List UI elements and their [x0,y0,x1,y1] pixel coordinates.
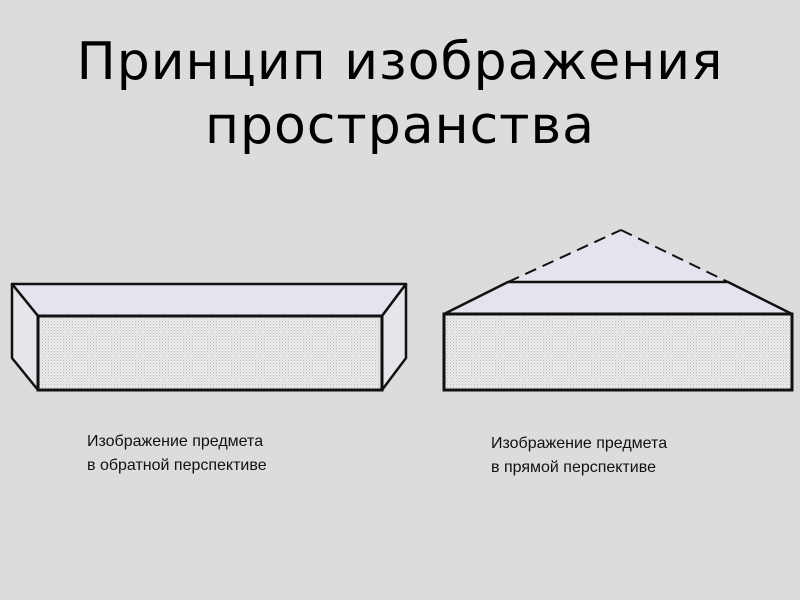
vanishing-line-right [620,229,729,283]
reverse-perspective-caption: Изображение предмета в обратной перспект… [87,430,267,478]
title-line-1: Принцип изображения [76,32,724,92]
reverse-box-top-face [10,282,408,318]
reverse-box-front-face [36,314,384,392]
vanishing-line-left [507,229,622,283]
caption-line-2: в прямой перспективе [491,459,656,476]
caption-line-1: Изображение предмета [87,433,264,450]
reverse-perspective-box [10,282,408,392]
vanishing-triangle [508,230,728,282]
direct-perspective-box [442,229,794,392]
caption-line-1: Изображение предмета [491,435,668,452]
direct-box-front-face [442,312,794,392]
title-line-2: пространства [205,96,595,156]
caption-line-2: в обратной перспективе [87,457,267,474]
slide-title: Принцип изображения пространства [0,30,800,158]
direct-perspective-caption: Изображение предмета в прямой перспектив… [491,432,667,480]
direct-box-top-face [442,280,794,316]
